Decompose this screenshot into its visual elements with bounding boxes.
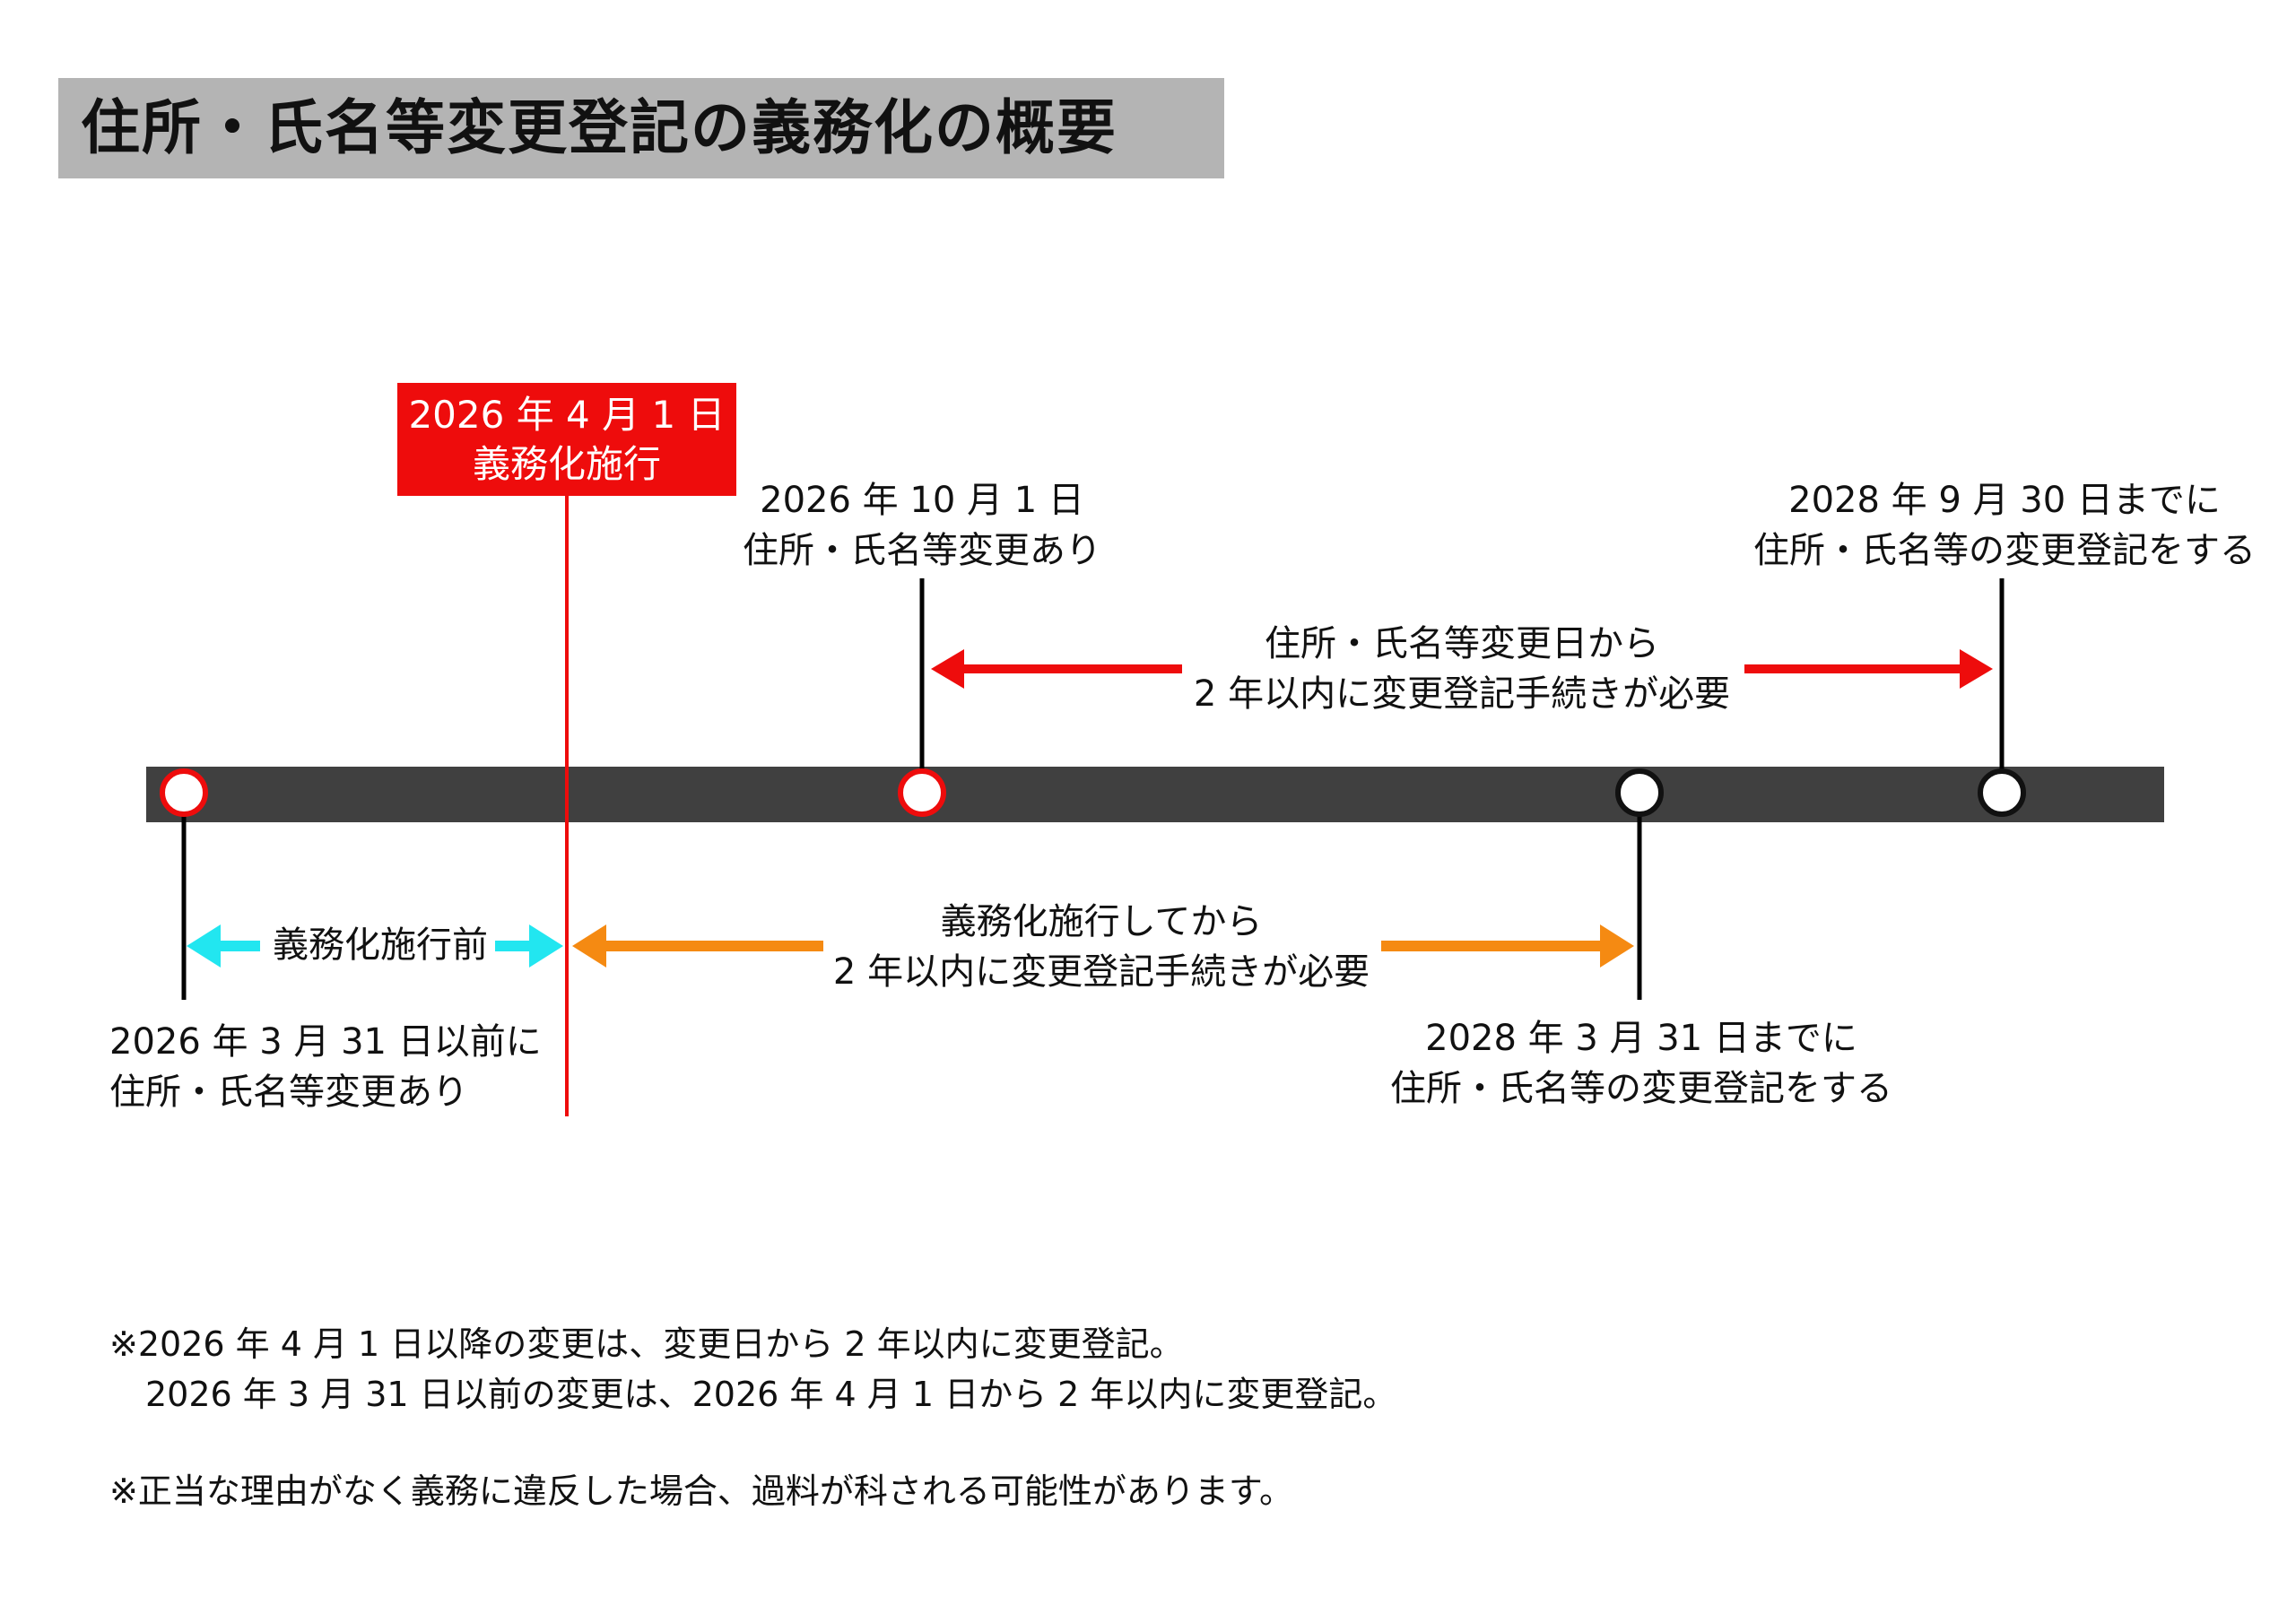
- page-title: 住所・氏名等変更登記の義務化の概要: [81, 93, 1118, 162]
- label-deadline-after: 2028 年 9 月 30 日までに 住所・氏名等の変更登記をする: [1726, 475, 2283, 576]
- label-deadline-before: 2028 年 3 月 31 日までに 住所・氏名等の変更登記をする: [1372, 1013, 1910, 1114]
- label-pre-enforcement: 義務化施行前: [265, 920, 495, 970]
- change-after-date: 2026 年 10 月 1 日: [760, 480, 1084, 521]
- red-arrow-right-head: [1960, 649, 1993, 689]
- span-after-enforcement-line2: 2 年以内に変更登記手続きが必要: [832, 951, 1370, 993]
- span-after-change-line1: 住所・氏名等変更日から: [1265, 623, 1659, 664]
- note-1-line-2: 2026 年 3 月 31 日以前の変更は、2026 年 4 月 1 日から 2…: [145, 1375, 1397, 1414]
- label-change-before: 2026 年 3 月 31 日以前に 住所・氏名等変更あり: [109, 1017, 612, 1117]
- enforcement-label: 義務化施行: [472, 442, 661, 486]
- deadline-before-date: 2028 年 3 月 31 日までに: [1425, 1018, 1857, 1059]
- cyan-arrow-left-head: [187, 924, 221, 968]
- deadline-after-date: 2028 年 9 月 30 日までに: [1788, 480, 2221, 521]
- orange-arrow-right-head: [1600, 924, 1634, 968]
- label-change-after: 2026 年 10 月 1 日 住所・氏名等変更あり: [734, 475, 1110, 576]
- enforcement-date: 2026 年 4 月 1 日: [408, 393, 726, 437]
- span-after-enforcement-line1: 義務化施行してから: [940, 901, 1263, 942]
- note-2: ※正当な理由がなく義務に違反した場合、過料が科される可能性があります。: [109, 1471, 1294, 1511]
- point-deadline-before: [1615, 768, 1664, 817]
- cyan-arrow-right-head: [529, 924, 563, 968]
- note-1-line-1: ※2026 年 4 月 1 日以降の変更は、変更日から 2 年以内に変更登記。: [109, 1324, 1184, 1364]
- label-span-after-change: 住所・氏名等変更日から 2 年以内に変更登記手続きが必要: [1184, 619, 1740, 719]
- change-after-desc: 住所・氏名等変更あり: [743, 530, 1101, 571]
- orange-arrow-left-head: [572, 924, 606, 968]
- red-arrow-left-head: [931, 649, 964, 689]
- change-before-desc: 住所・氏名等変更あり: [109, 1072, 468, 1113]
- timeline-bar: [146, 767, 2164, 822]
- point-deadline-after: [1978, 768, 2026, 817]
- change-before-date: 2026 年 3 月 31 日以前に: [109, 1021, 542, 1063]
- deadline-before-desc: 住所・氏名等の変更登記をする: [1390, 1068, 1892, 1109]
- point-change-after: [898, 768, 946, 817]
- point-change-before: [160, 768, 208, 817]
- span-pre-enforcement: 義務化施行前: [273, 924, 488, 966]
- enforcement-date-box: 2026 年 4 月 1 日 義務化施行: [397, 383, 736, 496]
- deadline-after-desc: 住所・氏名等の変更登記をする: [1753, 530, 2256, 571]
- span-after-change-line2: 2 年以内に変更登記手続きが必要: [1193, 673, 1731, 715]
- title-banner: [58, 78, 1224, 178]
- label-span-after-enforcement: 義務化施行してから 2 年以内に変更登記手続きが必要: [823, 897, 1379, 997]
